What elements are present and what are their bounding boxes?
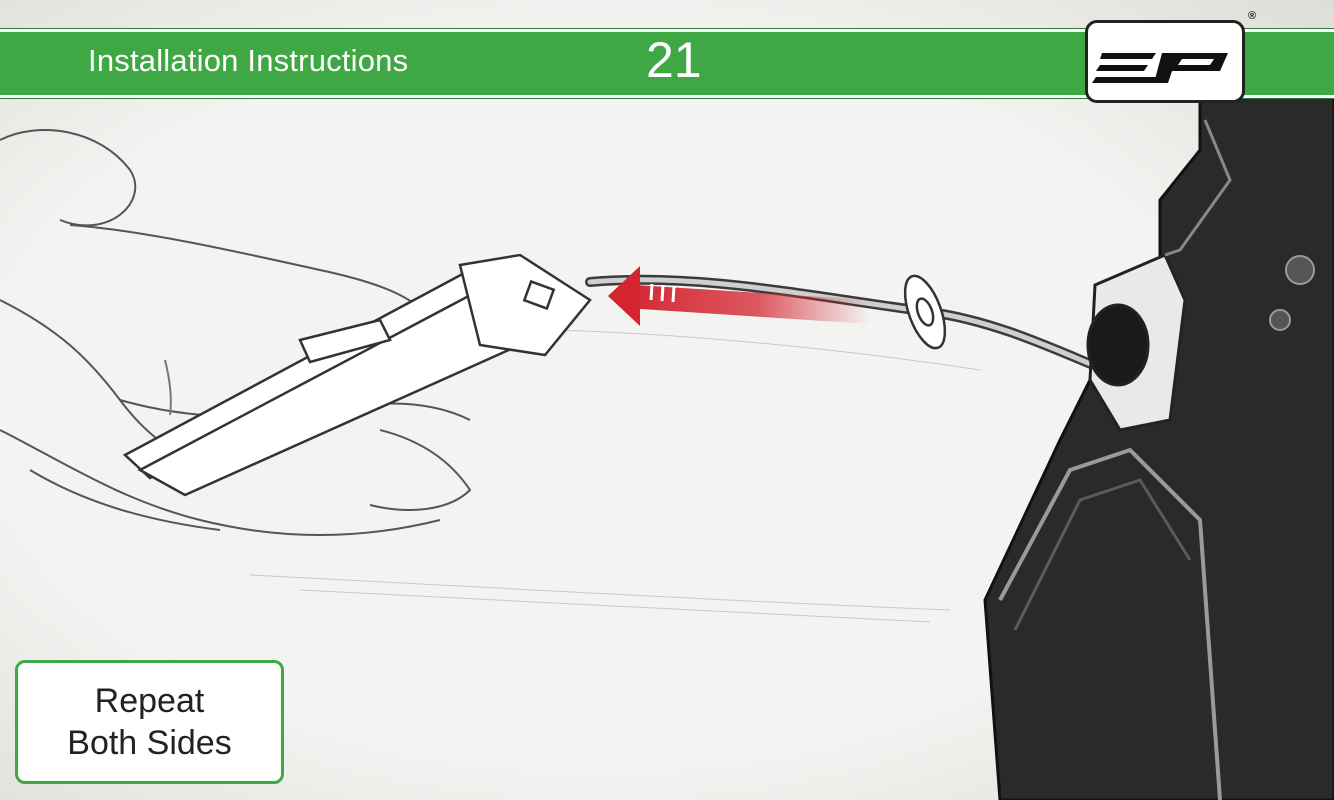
repeat-note-box: Repeat Both Sides — [15, 660, 284, 784]
note-line-2: Both Sides — [67, 722, 231, 764]
page-number: 21 — [646, 31, 702, 89]
ep-logo-icon — [1088, 23, 1242, 100]
note-line-1: Repeat — [95, 680, 205, 722]
page-title: Installation Instructions — [88, 43, 408, 79]
logo-badge — [1085, 20, 1245, 103]
registered-mark: ® — [1248, 10, 1256, 22]
